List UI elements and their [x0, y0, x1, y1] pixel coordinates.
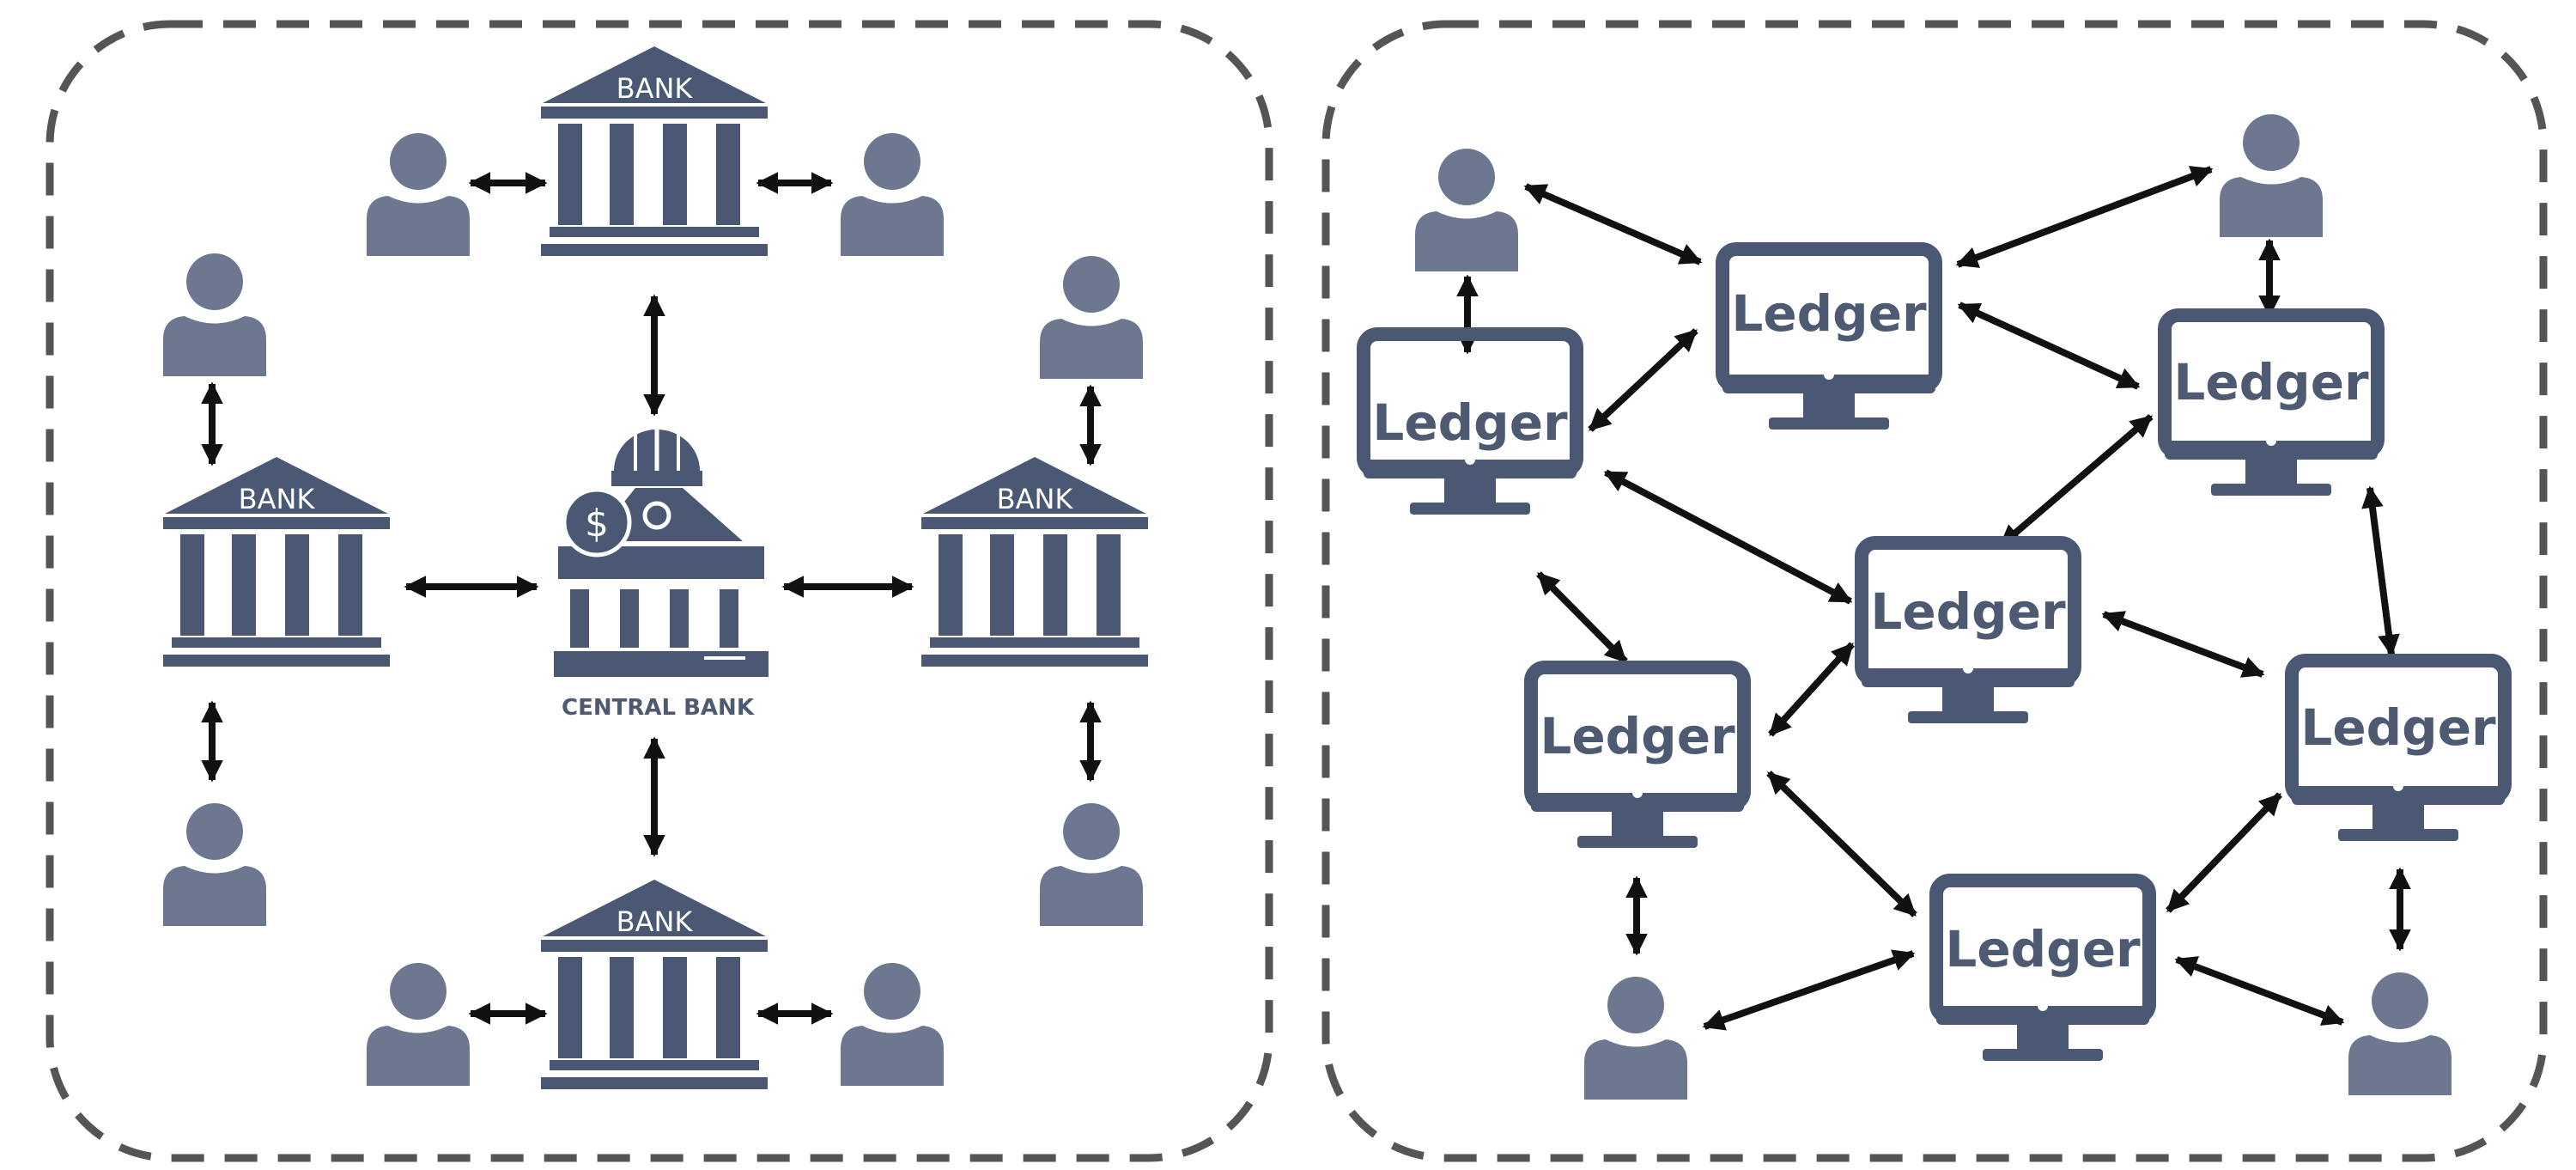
- ledger-label: Ledger: [1372, 393, 1568, 452]
- bank-label: BANK: [997, 483, 1074, 515]
- person-icon: [2220, 114, 2323, 237]
- distributed-panel-border: [1321, 20, 2548, 1162]
- bank-left: BANK: [163, 457, 390, 667]
- ledger-node: Ledger: [1862, 543, 2075, 723]
- bank-label: BANK: [617, 72, 694, 105]
- arrow-l6-l7: [2166, 792, 2282, 913]
- central-bank-icon: [554, 430, 769, 677]
- person-icon: [1040, 256, 1143, 379]
- arrow-p1-l2: [1523, 183, 1703, 265]
- person-icon: [1415, 149, 1518, 271]
- person-icon: [2348, 972, 2451, 1095]
- central-bank: $ CENTRAL BANK: [554, 430, 769, 721]
- centralized-panel-border: [46, 20, 1273, 1162]
- arrow-l4-l5: [1768, 642, 1855, 737]
- ledger-label: Ledger: [1870, 582, 2066, 641]
- person-icon: [1040, 803, 1143, 926]
- ledger-node: Ledger: [1364, 334, 1577, 515]
- ledger-node: Ledger: [2165, 315, 2378, 496]
- centralized-panel: BANK BANK BANK BANK: [46, 20, 1273, 1162]
- arrow-l2-p2: [1955, 166, 2214, 268]
- bank-label: BANK: [617, 905, 694, 938]
- arrow-l3-l6: [2361, 485, 2400, 657]
- currency-symbol: $: [585, 502, 609, 545]
- ledger-node: Ledger: [2292, 661, 2505, 841]
- bank-right: BANK: [921, 457, 1148, 667]
- ledger-node: Ledger: [1531, 667, 1744, 848]
- ledger-label: Ledger: [2300, 698, 2496, 757]
- distributed-links: [1456, 166, 2411, 1031]
- arrow-l1-l4: [1603, 469, 1853, 605]
- ledger-node: Ledger: [1722, 249, 1935, 430]
- person-icon: [841, 133, 944, 256]
- arrow-l2-l3: [1957, 302, 2141, 390]
- person-icon: [163, 253, 266, 376]
- arrow-l1-l2: [1588, 328, 1698, 432]
- person-icon: [841, 963, 944, 1086]
- arrow-l3-l4: [1998, 413, 2154, 549]
- centralized-links: [201, 172, 1102, 1025]
- ledger-label: Ledger: [2173, 353, 2369, 411]
- person-icon: [367, 963, 470, 1086]
- person-icon: [1584, 977, 1687, 1100]
- central-bank-label: CENTRAL BANK: [562, 695, 755, 721]
- distributed-panel: Ledger Ledger Ledger Ledger Ledger Ledge…: [1321, 20, 2548, 1162]
- bank-top: BANK: [541, 46, 768, 256]
- arrow-l4-l6: [2101, 611, 2265, 678]
- person-icon: [163, 803, 266, 926]
- person-icon: [367, 133, 470, 256]
- bank-bottom: BANK: [541, 880, 768, 1089]
- arrow-p3-l7: [1702, 949, 1916, 1031]
- ledger-node: Ledger: [1936, 881, 2149, 1061]
- arrow-l1-l5: [1536, 571, 1628, 664]
- arrow-l7-p4: [2174, 956, 2345, 1026]
- ledger-label: Ledger: [1540, 707, 1735, 765]
- ledger-label: Ledger: [1945, 920, 2141, 978]
- ledger-label: Ledger: [1731, 284, 1927, 343]
- bank-label: BANK: [239, 483, 316, 515]
- arrow-l5-l7: [1766, 771, 1917, 917]
